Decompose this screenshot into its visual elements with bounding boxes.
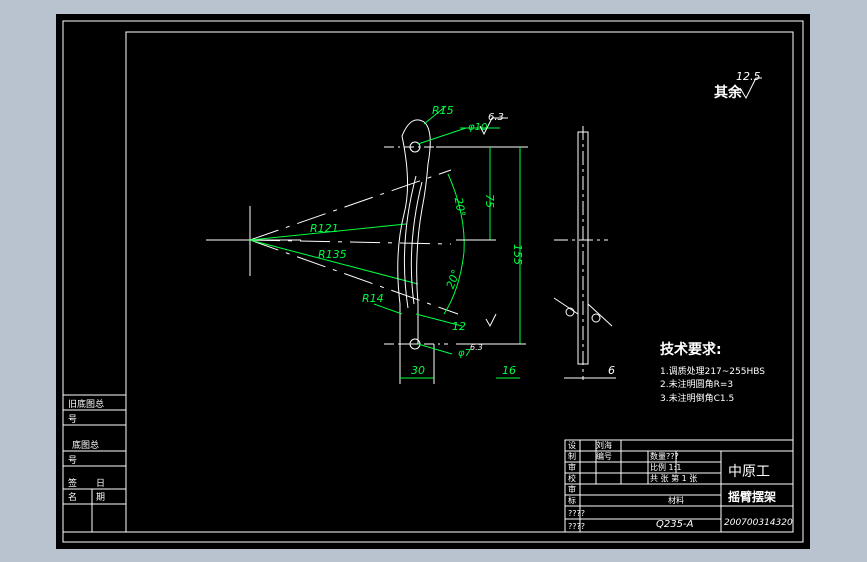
dim-angle-bottom: 20° [444, 268, 463, 291]
r121-leader [249, 223, 407, 241]
title-col1-3: 校 [568, 473, 576, 483]
dim-12: 12 [452, 320, 466, 333]
revision-old-base: 旧底图总 [68, 398, 104, 410]
tech-title: 技术要求: [660, 341, 722, 358]
dim-angle-top: 20° [452, 196, 468, 217]
roughness-check-icon [739, 77, 762, 100]
dim-r121: R121 [310, 222, 339, 235]
angle-arc-top [447, 173, 465, 253]
title-drawing-code: 200700314320 [724, 518, 793, 528]
title-col2-0: 刘海 [596, 440, 612, 450]
title-qty: 数量??? [650, 451, 679, 461]
side-hole-left [565, 307, 575, 317]
center-ray-middle [249, 239, 452, 245]
tech-requirements: 技术要求: 1.调质处理217~255HBS 2.未注明圆角R=3 3.未注明倒… [660, 341, 765, 404]
front-view: R15 φ10 6.3 R121 R135 R14 20° 20° 75 155… [206, 104, 528, 384]
tech-item-2: 2.未注明圆角R=3 [660, 378, 733, 390]
inner-frame [125, 31, 794, 533]
title-col1-5: 标 [568, 495, 576, 505]
slot-arc-outer [403, 175, 417, 309]
cad-model-viewport[interactable]: 其余 12.5 [56, 14, 810, 549]
center-ray-bottom [249, 239, 459, 315]
revision-frame [62, 394, 127, 533]
revision-period: 期 [96, 492, 105, 503]
title-col2-1: 编号 [596, 451, 612, 461]
side-chamfer-right [587, 303, 613, 327]
title-organization: 中原工 [728, 464, 770, 480]
center-ray-top [249, 169, 452, 241]
r15-leader [423, 105, 447, 125]
revision-base-no: 号 [68, 455, 77, 466]
arm-outline [397, 119, 431, 345]
title-material-label: 材料 [668, 495, 684, 505]
dim-phi7: φ7 [458, 348, 472, 359]
r135-leader [249, 239, 419, 285]
roughness-label: 其余 [714, 84, 743, 101]
revision-base: 底图总 [72, 439, 99, 451]
revision-block: 旧底图总 号 底图总 号 签 日 名 期 [62, 394, 127, 533]
d12-leader [415, 313, 463, 327]
dim-155: 155 [511, 244, 524, 265]
title-block: 设 制 审 校 审 标 ???? ???? 刘海 编号 数量??? 比例 1:1… [564, 439, 794, 533]
title-col1-0: 设 [568, 440, 576, 450]
revision-old-no: 号 [68, 414, 77, 425]
dim-30: 30 [411, 364, 425, 377]
title-col1-4: 审 [568, 484, 576, 494]
title-block-frame [564, 439, 794, 533]
tech-item-1: 1.调质处理217~255HBS [660, 365, 765, 377]
title-material: Q235-A [656, 519, 694, 530]
r14-leader [373, 303, 403, 315]
dim-rough-top: 6.3 [488, 112, 504, 123]
outer-frame [62, 20, 804, 543]
revision-sign: 签 [68, 477, 77, 489]
title-sheet: 共 张 第 1 张 [650, 473, 697, 483]
title-col1-6: ???? [568, 509, 585, 518]
side-view: 6 [553, 126, 616, 380]
title-col1-7: ???? [568, 522, 585, 531]
title-part-name: 摇臂摆架 [728, 489, 776, 504]
slot-arc-inner [410, 181, 423, 305]
drawing-canvas: 其余 12.5 [62, 20, 804, 543]
revision-date: 日 [96, 478, 105, 489]
revision-name: 名 [68, 491, 77, 503]
dim-rough-bottom: 6.3 [470, 343, 483, 352]
side-hole-right [591, 313, 601, 323]
dim-16: 16 [502, 364, 516, 377]
phi10-leader [417, 127, 467, 145]
title-scale: 比例 1:1 [650, 462, 681, 472]
roughness-value: 12.5 [736, 70, 761, 83]
phi7-leader [417, 343, 453, 355]
roughness-tick-icon [485, 313, 497, 328]
angle-arc-bottom [443, 251, 465, 315]
roughness-symbol: 其余 12.5 [714, 70, 762, 101]
dim-phi10: φ10 [468, 122, 487, 133]
roughness-top-icon [479, 117, 508, 136]
dim-75: 75 [483, 194, 496, 208]
dim-6: 6 [608, 364, 615, 377]
tech-item-3: 3.未注明倒角C1.5 [660, 392, 734, 404]
title-col1-2: 审 [568, 462, 576, 472]
title-col1-1: 制 [568, 451, 576, 461]
dim-r15: R15 [432, 104, 454, 117]
dim-r14: R14 [362, 292, 384, 305]
dim-r135: R135 [318, 248, 347, 261]
